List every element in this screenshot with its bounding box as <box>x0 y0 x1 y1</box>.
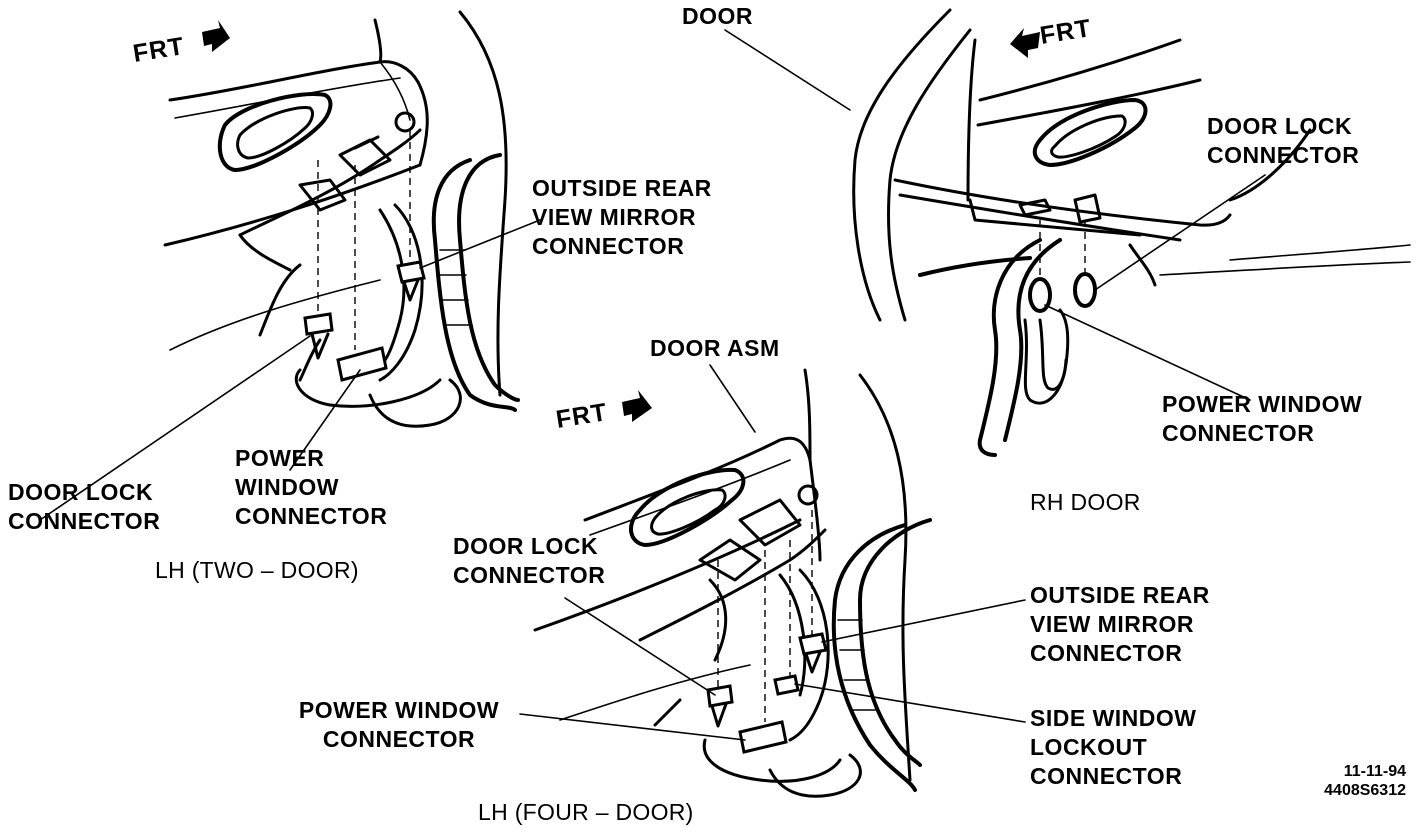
rh-door-illustration <box>724 8 1411 457</box>
lh4-door-lock-connector-label: DOOR LOCK CONNECTOR <box>453 533 606 588</box>
lh-four-door-illustration <box>519 364 1026 798</box>
lh2-power-window-connector-label: POWER WINDOW CONNECTOR <box>235 445 388 529</box>
figure-code: 4408S6312 <box>1324 782 1406 799</box>
arrow-left-icon <box>1010 28 1040 58</box>
lh2-door-lock-connector-label: DOOR LOCK CONNECTOR <box>8 479 161 534</box>
date-code: 11-11-94 <box>1343 763 1406 780</box>
lh2-mirror-connector-label: OUTSIDE REAR VIEW MIRROR CONNECTOR <box>532 175 712 259</box>
rh-power-window-connector-label: POWER WINDOW CONNECTOR <box>1162 391 1363 446</box>
rh-door-lock-connector-label: DOOR LOCK CONNECTOR <box>1207 113 1360 168</box>
lh4-power-window-connector-label: POWER WINDOW CONNECTOR <box>298 697 500 752</box>
lh-two-door-illustration <box>39 10 541 521</box>
arrow-right-icon <box>622 390 652 422</box>
door-label: DOOR <box>682 3 753 29</box>
arrow-right-icon <box>202 20 230 52</box>
figure-id: 11-11-94 4408S6312 <box>1290 762 1406 800</box>
lh4-side-window-lockout-connector-label: SIDE WINDOW LOCKOUT CONNECTOR <box>1030 705 1197 789</box>
lh4-mirror-connector-label: OUTSIDE REAR VIEW MIRROR CONNECTOR <box>1030 582 1210 666</box>
door-asm-label: DOOR ASM <box>650 335 780 361</box>
lh-four-door-caption: LH (FOUR – DOOR) <box>478 799 694 825</box>
rh-door-caption: RH DOOR <box>1030 489 1141 515</box>
lh-two-door-caption: LH (TWO – DOOR) <box>155 557 359 583</box>
